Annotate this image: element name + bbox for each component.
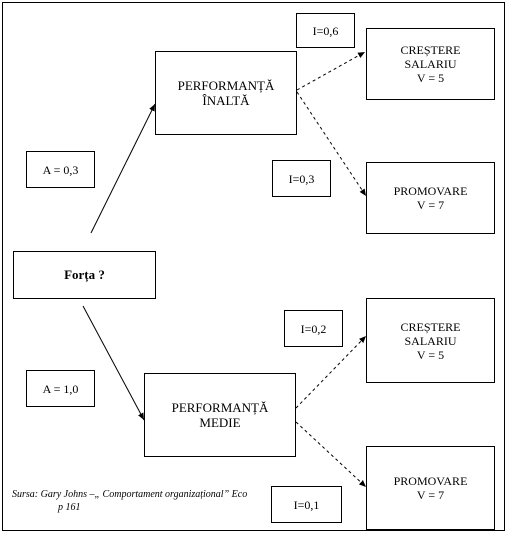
node-crestere-salariu-2: CREȘTERE SALARIU V = 5 xyxy=(366,298,495,383)
diagram-frame xyxy=(2,2,505,531)
arrow-forta-to-perf-inalta xyxy=(90,103,156,234)
source-line-1: Sursa: Gary Johns –„ Comportament organi… xyxy=(12,489,248,500)
label-i-0-2: I=0,2 xyxy=(284,310,343,347)
label-i-0-3: I=0,3 xyxy=(272,160,331,197)
label-a-medie: A = 1,0 xyxy=(26,370,95,407)
node-promovare-2-label: PROMOVARE V = 7 xyxy=(393,474,468,502)
node-crestere-salariu-1-label: CREȘTERE SALARIU V = 5 xyxy=(400,43,461,85)
node-forta: Forța ? xyxy=(13,251,156,299)
label-i-0-1-text: I=0,1 xyxy=(293,497,320,512)
label-i-0-6-text: I=0,6 xyxy=(312,23,339,38)
source-line-2: p 161 xyxy=(58,502,81,513)
node-performanta-medie-label: PERFORMANȚĂ MEDIE xyxy=(171,400,269,430)
source-citation: Sursa: Gary Johns –„ Comportament organi… xyxy=(12,488,247,514)
node-performanta-medie: PERFORMANȚĂ MEDIE xyxy=(144,373,296,457)
label-i-0-2-text: I=0,2 xyxy=(300,321,327,336)
label-i-0-3-text: I=0,3 xyxy=(288,171,315,186)
arrow-inalta-to-promovare xyxy=(296,91,367,197)
label-i-0-1: I=0,1 xyxy=(271,486,342,523)
node-promovare-1: PROMOVARE V = 7 xyxy=(366,162,495,234)
arrow-forta-to-perf-medie xyxy=(82,305,145,421)
label-a-inalta-text: A = 0,3 xyxy=(42,162,79,177)
node-forta-label: Forța ? xyxy=(64,267,105,282)
label-a-medie-text: A = 1,0 xyxy=(42,381,79,396)
arrow-medie-to-crestere xyxy=(295,335,367,409)
label-i-0-6: I=0,6 xyxy=(296,13,355,48)
node-crestere-salariu-1: CREȘTERE SALARIU V = 5 xyxy=(366,28,495,100)
node-performanta-inalta: PERFORMANȚĂ ÎNALTĂ xyxy=(155,51,297,135)
node-promovare-1-label: PROMOVARE V = 7 xyxy=(393,184,468,212)
node-promovare-2: PROMOVARE V = 7 xyxy=(366,446,495,530)
node-crestere-salariu-2-label: CREȘTERE SALARIU V = 5 xyxy=(400,319,461,362)
arrow-medie-to-promovare xyxy=(295,421,367,488)
label-a-inalta: A = 0,3 xyxy=(26,151,95,188)
node-performanta-inalta-label: PERFORMANȚĂ ÎNALTĂ xyxy=(177,78,275,108)
arrow-inalta-to-crestere xyxy=(296,51,366,91)
